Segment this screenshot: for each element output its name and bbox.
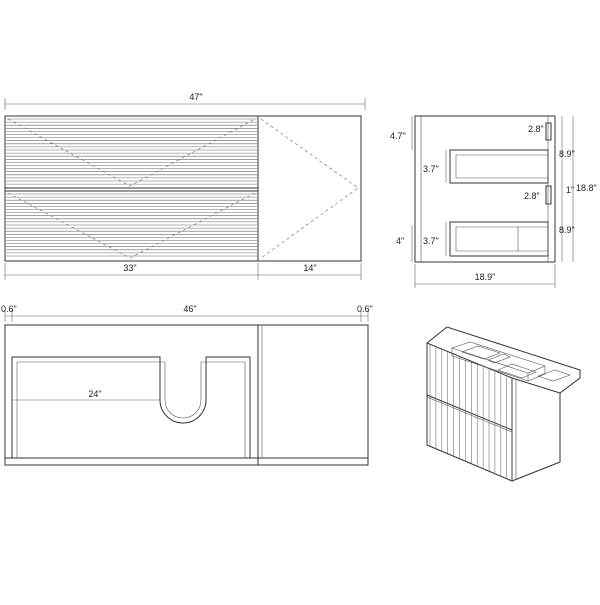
perspective-view [426,326,581,482]
lower-drawer-slats [6,193,257,257]
iso-compartment-1 [461,345,501,360]
overall-height-label: 18.8" [576,183,597,193]
depth-dimension: 18.9" [414,264,556,288]
bottom-rail-label: 4" [396,236,404,246]
upper-drawer-open-indicator [7,118,256,187]
upper-drawer-inner [455,154,548,179]
right-margin-label: 0.6" [357,304,373,314]
upper-face-dimension: 3.7" [423,150,447,183]
top-rail-label: 4.7" [390,131,406,141]
handle-gap-top-dimension: 2.8" [528,124,544,134]
side-view: 4.7" 3.7" 3.7" 4" 2.8" 2.8" 8.9" 1" [390,115,597,288]
iso-drawer-split [426,394,513,431]
upper-drawer-slats [6,118,257,185]
side-panel-width-dimension: 14" [258,263,362,280]
top-width-dimensions: 0.6" 46" 0.6" [1,304,373,322]
iso-top-front-edge [426,342,513,379]
side-panel-width-label: 14" [303,263,316,273]
drawer-width-dimension: 33" [4,263,259,280]
lower-handle-recess [545,185,552,205]
drawer-interior-outline [11,356,251,459]
drawer-width-label: 33" [123,263,136,273]
handle-gap-mid-label: 2.8" [524,191,540,201]
iso-compartment-2 [487,353,511,364]
door-swing-indicator [260,118,359,259]
drawer-depth-dimension: 24" [12,389,160,401]
top-rail-dimension: 4.7" [390,116,413,150]
depth-label: 18.9" [475,272,496,282]
lower-face-label: 3.7" [423,236,439,246]
handle-gap-top-label: 2.8" [528,124,544,134]
iso-drawer-split-2 [426,396,513,433]
lower-drawer-inner [455,226,548,252]
iso-compartment-3 [497,363,537,379]
gap-label: 1" [566,185,574,195]
upper-drawer-height-dimension: 8.9" [559,116,575,183]
handle-gap-mid-dimension: 2.8" [524,191,540,201]
lower-drawer-open-indicator [7,192,256,259]
upper-drawer-height-label: 8.9" [559,149,575,159]
iso-side-compartment [537,369,571,382]
overall-width-label: 47" [189,92,202,102]
iso-side-door [511,377,561,482]
drawer-depth-label: 24" [88,389,101,399]
lower-drawer-height-dimension: 8.9" [559,196,575,262]
iso-top-back-edge [426,326,581,394]
drawer-interior-inner [17,361,246,458]
lower-drawer-height-label: 8.9" [559,225,575,235]
side-body-outline [414,115,556,263]
lower-face-dimension: 3.7" [423,222,447,256]
inner-width-label: 46" [183,304,196,314]
upper-face-label: 3.7" [423,164,439,174]
iso-drawer-slats [429,345,507,478]
iso-drawer-side-2 [527,366,546,382]
front-view: 47" 33" 14" [4,92,366,280]
iso-drawer-side [451,348,529,382]
gap-dimension: 1" [561,183,574,196]
top-view: 0.6" 46" 0.6" 24" [1,304,373,466]
upper-handle-recess [545,122,552,141]
left-margin-label: 0.6" [1,304,17,314]
top-outline [4,324,369,466]
iso-upper-drawer-interior [451,341,546,374]
bottom-rail-dimension: 4" [396,225,413,262]
overall-height-dimension: 18.8" [572,116,597,262]
overall-width-dimension: 47" [4,92,366,110]
